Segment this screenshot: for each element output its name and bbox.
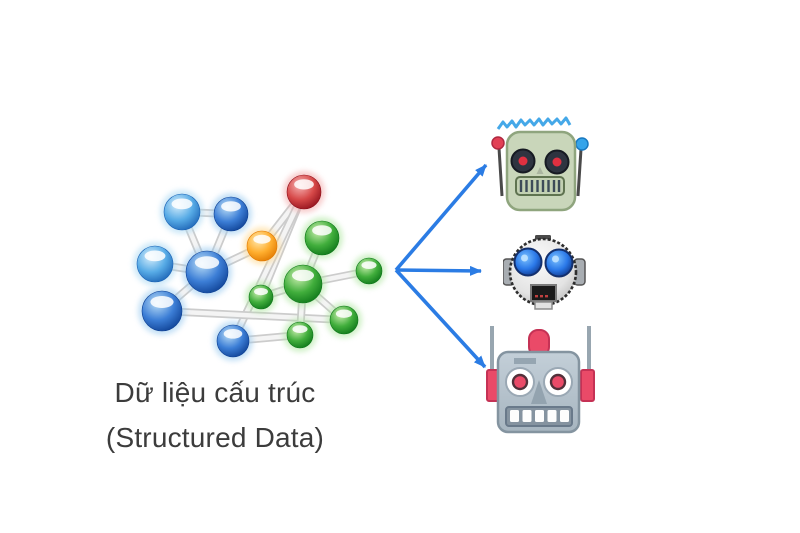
right-pupil bbox=[549, 373, 567, 391]
nose bbox=[536, 167, 544, 174]
left-antenna-rod bbox=[490, 326, 494, 372]
node-blue-1 bbox=[160, 190, 204, 234]
left-pupil bbox=[511, 373, 529, 391]
arrow-round-gray-robot bbox=[395, 265, 482, 276]
left-pupil bbox=[518, 156, 528, 166]
blue-bulb bbox=[575, 137, 589, 151]
right-antenna-rod bbox=[576, 148, 583, 197]
red-bulb bbox=[491, 136, 505, 150]
node-green-4 bbox=[245, 281, 277, 313]
zigzag-wire bbox=[496, 116, 572, 130]
node-blue-5 bbox=[138, 287, 186, 335]
node-green-5 bbox=[326, 302, 362, 338]
vintage-robot-icon bbox=[491, 116, 589, 212]
right-antenna-rod bbox=[587, 326, 591, 372]
nose bbox=[531, 380, 547, 404]
node-green-1 bbox=[301, 217, 343, 259]
teeth bbox=[510, 410, 569, 422]
node-red-1 bbox=[283, 171, 325, 213]
arrow-classic-steel-robot bbox=[394, 268, 487, 369]
node-blue-2 bbox=[210, 193, 252, 235]
classic-robot-icon bbox=[486, 326, 595, 434]
right-eye bbox=[544, 248, 574, 278]
arrow-vintage-green-robot bbox=[394, 163, 488, 272]
mouth-lights bbox=[535, 295, 548, 298]
left-eye-glint bbox=[521, 254, 528, 262]
mouth-grille bbox=[515, 176, 565, 196]
forehead-slot bbox=[514, 358, 536, 364]
node-green-6 bbox=[283, 318, 317, 352]
node-orange-1 bbox=[243, 227, 281, 265]
mouth bbox=[530, 284, 557, 302]
caption: Dữ liệu cấu trúc (Structured Data) bbox=[55, 370, 375, 460]
caption-line-english: (Structured Data) bbox=[105, 422, 325, 453]
node-blue-6 bbox=[213, 321, 253, 361]
grille-bars bbox=[519, 180, 561, 192]
node-blue-3 bbox=[133, 242, 177, 286]
chin-plate bbox=[534, 301, 553, 310]
node-blue-4 bbox=[182, 247, 232, 297]
round-robot-icon bbox=[503, 235, 586, 310]
right-antenna-node bbox=[580, 369, 595, 402]
right-pupil bbox=[552, 157, 562, 167]
arrows bbox=[394, 163, 488, 369]
right-eye-glint bbox=[552, 255, 559, 263]
network-nodes bbox=[133, 171, 386, 361]
node-green-3 bbox=[280, 261, 326, 307]
left-antenna-rod bbox=[497, 147, 504, 197]
caption-line-vietnamese: Dữ liệu cấu trúc bbox=[114, 377, 316, 408]
node-green-2 bbox=[352, 254, 386, 288]
left-eye bbox=[513, 247, 543, 277]
